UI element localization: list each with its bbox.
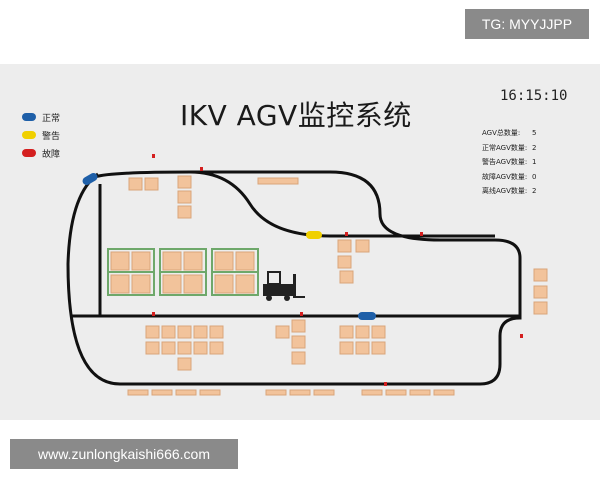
stat-label: 警告AGV数量: <box>482 158 528 167</box>
track-markers <box>152 154 523 386</box>
stat-label: 故障AGV数量: <box>482 172 528 181</box>
stat-value: 0 <box>532 172 537 181</box>
stat-normal: 正常AGV数量: 2 <box>482 141 536 156</box>
shelf-racks <box>107 248 259 296</box>
watermark-bottom: www.zunlongkaishi666.com <box>10 439 238 469</box>
stat-warning: 警告AGV数量: 1 <box>482 155 536 170</box>
legend-label: 警告 <box>42 131 61 142</box>
agv-normal-mid <box>358 312 376 320</box>
storage-boxes <box>127 175 548 396</box>
monitor-screen: IKV AGV监控系统 16:15:10 正常 警告 故障 AGV总数量: 5 … <box>0 64 600 420</box>
clock: 16:15:10 <box>500 88 568 104</box>
stat-offline: 离线AGV数量: 2 <box>482 184 536 199</box>
forklift-icon <box>263 271 305 301</box>
page-title: IKV AGV监控系统 <box>180 99 412 132</box>
agv-stats-panel: AGV总数量: 5 正常AGV数量: 2 警告AGV数量: 1 故障AGV数量:… <box>482 126 536 199</box>
stat-value: 2 <box>532 187 537 196</box>
agv-car-icon <box>22 149 36 157</box>
agv-warning-mid <box>306 231 322 239</box>
warehouse-map <box>66 154 548 396</box>
agv-vehicles <box>82 173 376 320</box>
legend-item-normal: 正常 <box>22 108 60 126</box>
legend-label: 正常 <box>42 113 61 124</box>
stat-label: 离线AGV数量: <box>482 187 528 196</box>
agv-car-icon <box>22 113 36 121</box>
legend-item-fault: 故障 <box>22 144 60 162</box>
status-legend: 正常 警告 故障 <box>22 108 60 162</box>
legend-label: 故障 <box>42 149 61 160</box>
stat-label: 正常AGV数量: <box>482 143 528 152</box>
stat-value: 2 <box>532 143 537 152</box>
legend-item-warning: 警告 <box>22 126 60 144</box>
agv-normal-top-left <box>82 173 98 185</box>
agv-track <box>66 170 522 386</box>
stat-value: 1 <box>532 158 537 167</box>
agv-car-icon <box>22 131 36 139</box>
stat-total: AGV总数量: 5 <box>482 126 536 141</box>
stat-fault: 故障AGV数量: 0 <box>482 170 536 185</box>
stat-label: AGV总数量: <box>482 129 521 138</box>
watermark-top: TG: MYYJJPP <box>465 9 589 39</box>
stat-value: 5 <box>532 129 537 138</box>
